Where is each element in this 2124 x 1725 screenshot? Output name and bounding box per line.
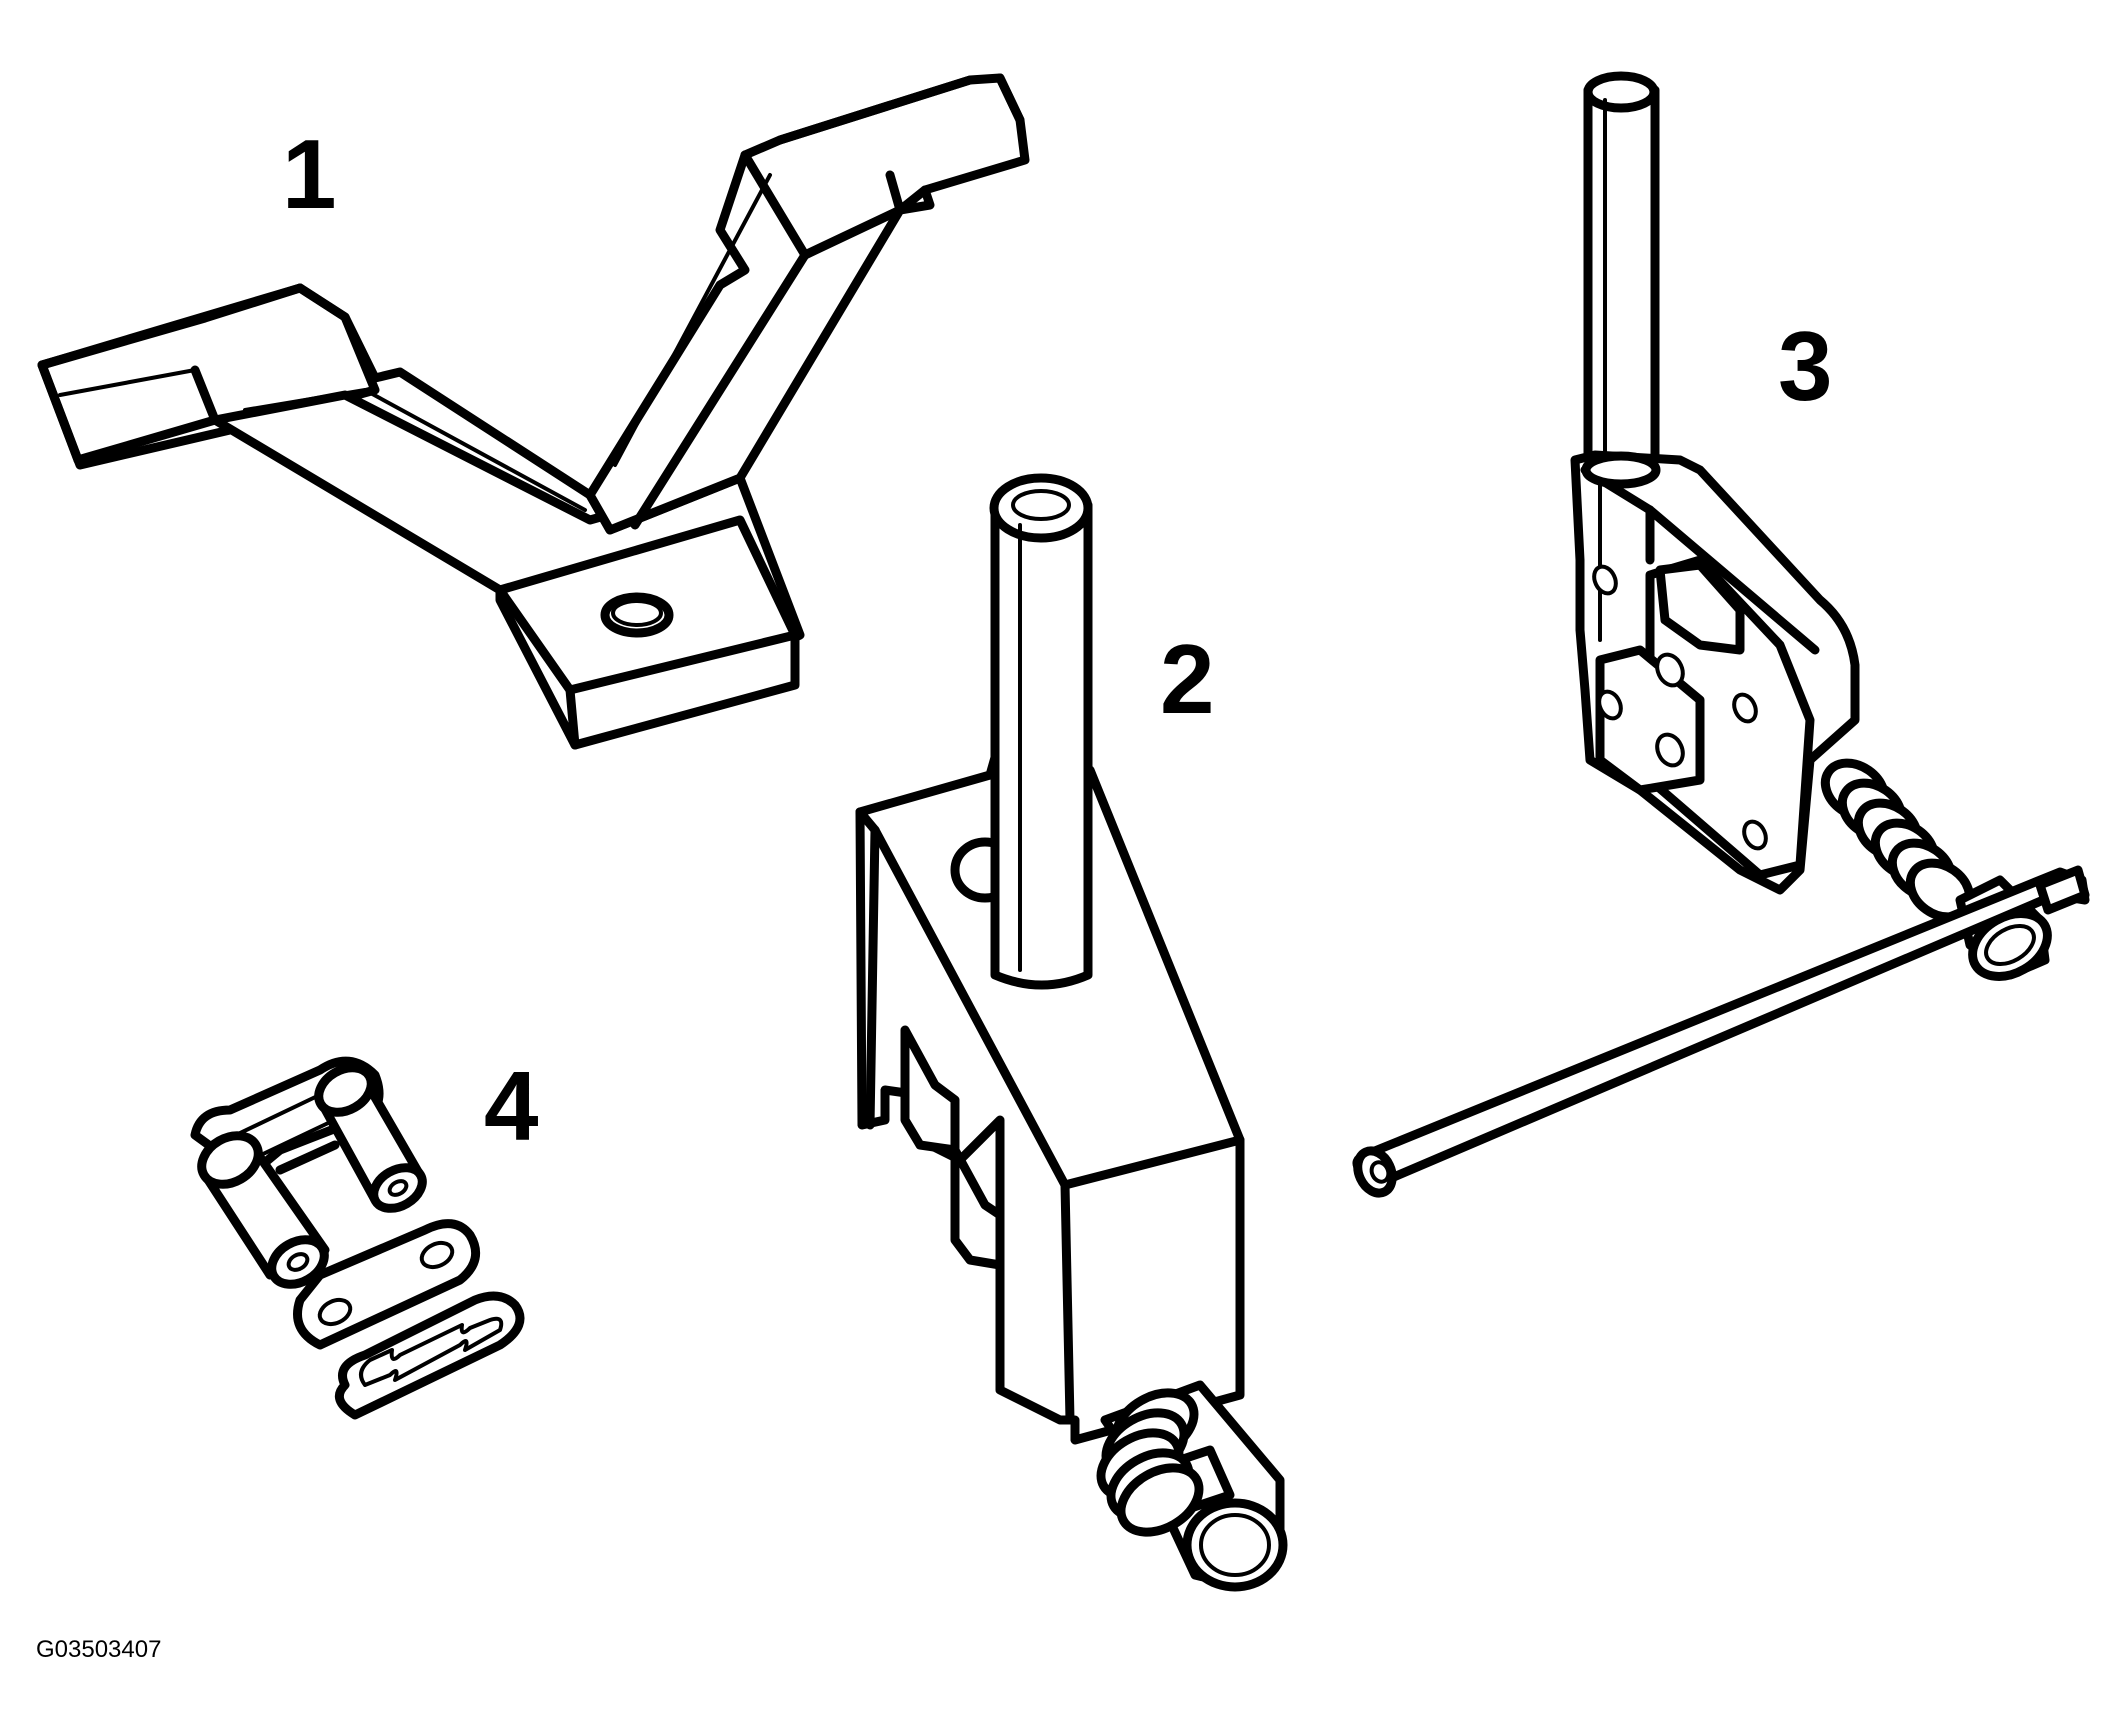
part-1-bracket xyxy=(37,73,1030,750)
part-2-tool-body xyxy=(855,473,1288,1592)
screw-threads xyxy=(1096,1388,1204,1537)
callout-3: 3 xyxy=(1778,311,1833,421)
callout-1: 1 xyxy=(282,119,337,229)
callout-2: 2 xyxy=(1160,624,1215,734)
handle-screw-threads xyxy=(1820,758,1975,922)
part-4-master-link xyxy=(190,1056,525,1420)
callout-4: 4 xyxy=(484,1051,539,1161)
figure-id: G03503407 xyxy=(36,1636,161,1663)
part-3-chain-tool xyxy=(1352,71,2090,1198)
